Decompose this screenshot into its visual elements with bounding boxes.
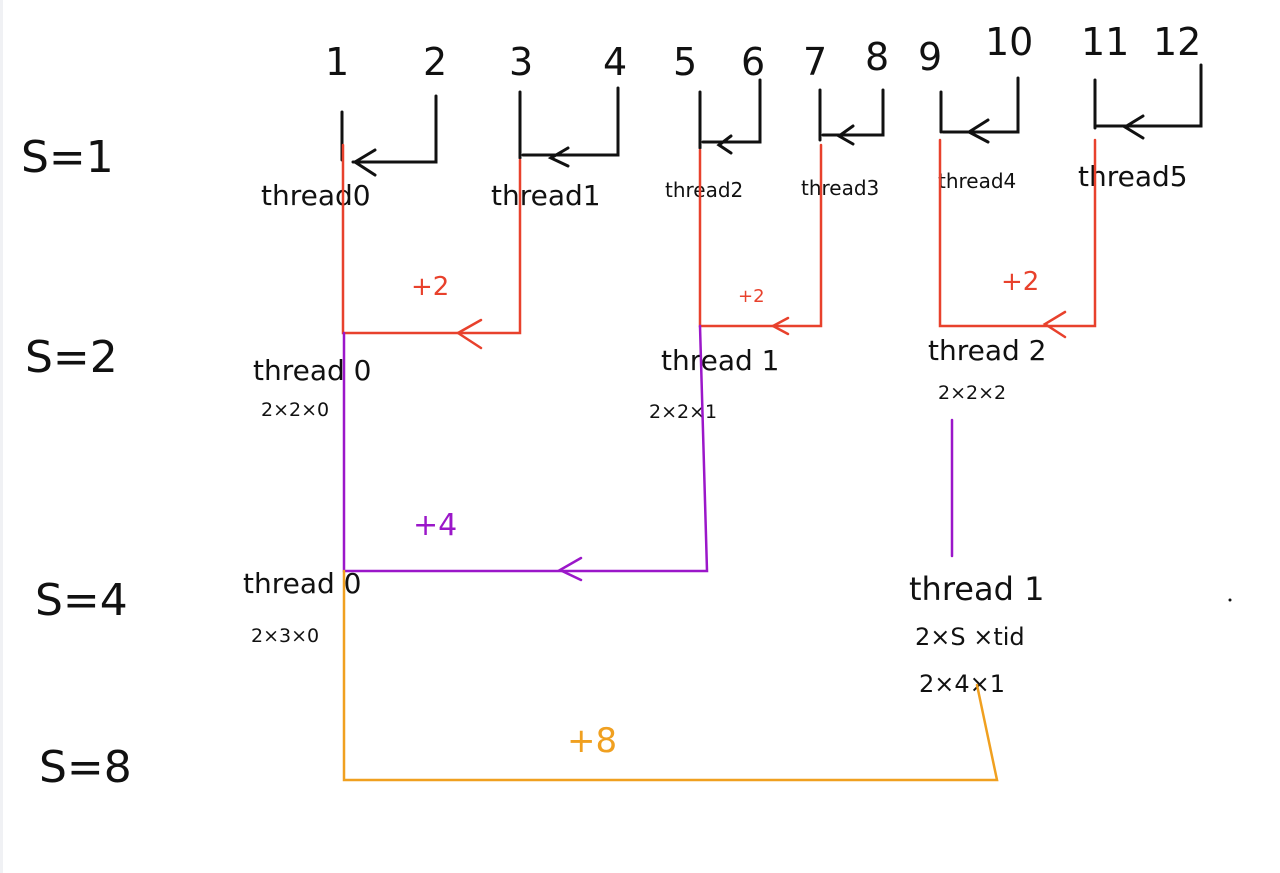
red-bracket-2 [698, 143, 823, 328]
stage-label-s2: S=2 [25, 332, 118, 383]
stage-label-s8: S=8 [39, 742, 132, 793]
level2-formula-1: 2×2×1 [649, 401, 717, 423]
level4-connectors [342, 569, 999, 782]
column-number-1: 1 [325, 40, 349, 84]
level1-thread-0: thread0 [261, 179, 371, 212]
pair-11-12-connector [1095, 63, 1203, 128]
red-arrow-head-3 [1042, 310, 1067, 339]
pair-7-8-connector [821, 88, 885, 137]
column-number-10: 10 [985, 20, 1033, 64]
stage-label-s1: S=1 [21, 132, 114, 183]
column-number-7: 7 [803, 40, 827, 84]
level3-thread-1: thread 1 [909, 570, 1044, 608]
top-numbers: 1 2 3 4 5 6 7 8 9 10 11 12 [325, 20, 1201, 84]
red-arrow-head-1 [455, 318, 483, 350]
arrow-head-1 [352, 148, 377, 177]
pair-1-2-connector [351, 94, 438, 164]
pair-5-6-connector [701, 78, 762, 144]
red-bracket-3 [938, 138, 1097, 328]
arrow-head-5 [966, 118, 990, 144]
pair-3-4-connector [521, 86, 620, 157]
offset-label-2: +2 [738, 286, 765, 307]
level3-thread-0: thread 0 [243, 567, 362, 600]
level3-thread-labels: thread 0 thread 1 2×3×0 2×S ×tid 2×4×1 [243, 567, 1044, 698]
level1-thread-2: thread2 [665, 178, 743, 202]
column-number-8: 8 [865, 35, 889, 79]
offset-label-1: +2 [411, 272, 449, 302]
level1-connectors [340, 63, 1203, 177]
level1-thread-5: thread5 [1078, 160, 1188, 193]
level3-formula-0: 2×3×0 [251, 625, 319, 647]
column-number-6: 6 [741, 40, 765, 84]
column-number-11: 11 [1081, 20, 1129, 64]
offset-label-3: +2 [1001, 267, 1039, 297]
level3-connectors [342, 324, 954, 582]
offset-label-4: +4 [413, 508, 457, 543]
red-bracket-1 [341, 143, 522, 335]
stray-dot [1228, 598, 1232, 602]
stage-labels: S=1 S=2 S=4 S=8 [21, 132, 132, 793]
stage-label-s4: S=4 [35, 575, 128, 626]
level2-offsets: +2 +2 +2 [411, 267, 1039, 307]
offset-label-5: +8 [567, 721, 617, 761]
purple-bracket [342, 324, 709, 573]
arrow-head-4 [836, 124, 855, 146]
arrow-head-3 [716, 134, 733, 155]
arrow-head-6 [1122, 114, 1145, 140]
level2-thread-labels: thread 0 thread 1 thread 2 2×2×0 2×2×1 2… [253, 334, 1047, 423]
level2-formula-0: 2×2×0 [261, 399, 329, 421]
red-arrow-head-2 [770, 316, 790, 336]
column-number-2: 2 [423, 40, 447, 84]
column-number-4: 4 [603, 40, 627, 84]
level3-formula-1: 2×S ×tid [915, 623, 1025, 651]
reduction-diagram: 1 2 3 4 5 6 7 8 9 10 11 12 S=1 S=2 S=4 S… [21, 20, 1232, 793]
level2-thread-1: thread 1 [661, 344, 780, 377]
level2-formula-2: 2×2×2 [938, 382, 1006, 404]
level1-thread-3: thread3 [801, 176, 879, 200]
level3-formula-extra: 2×4×1 [919, 670, 1005, 698]
level2-thread-0: thread 0 [253, 354, 372, 387]
level1-thread-labels: thread0 thread1 thread2 thread3 thread4 … [261, 160, 1188, 212]
column-number-12: 12 [1153, 20, 1201, 64]
column-number-3: 3 [509, 40, 533, 84]
level1-thread-4: thread4 [938, 169, 1016, 193]
purple-arrow-head [557, 556, 583, 582]
arrow-head-2 [547, 146, 570, 168]
level2-connectors [341, 138, 1097, 350]
column-number-9: 9 [918, 35, 942, 79]
orange-bracket [342, 569, 999, 782]
level2-thread-2: thread 2 [928, 334, 1047, 367]
column-number-5: 5 [673, 40, 697, 84]
level1-thread-1: thread1 [491, 179, 601, 212]
